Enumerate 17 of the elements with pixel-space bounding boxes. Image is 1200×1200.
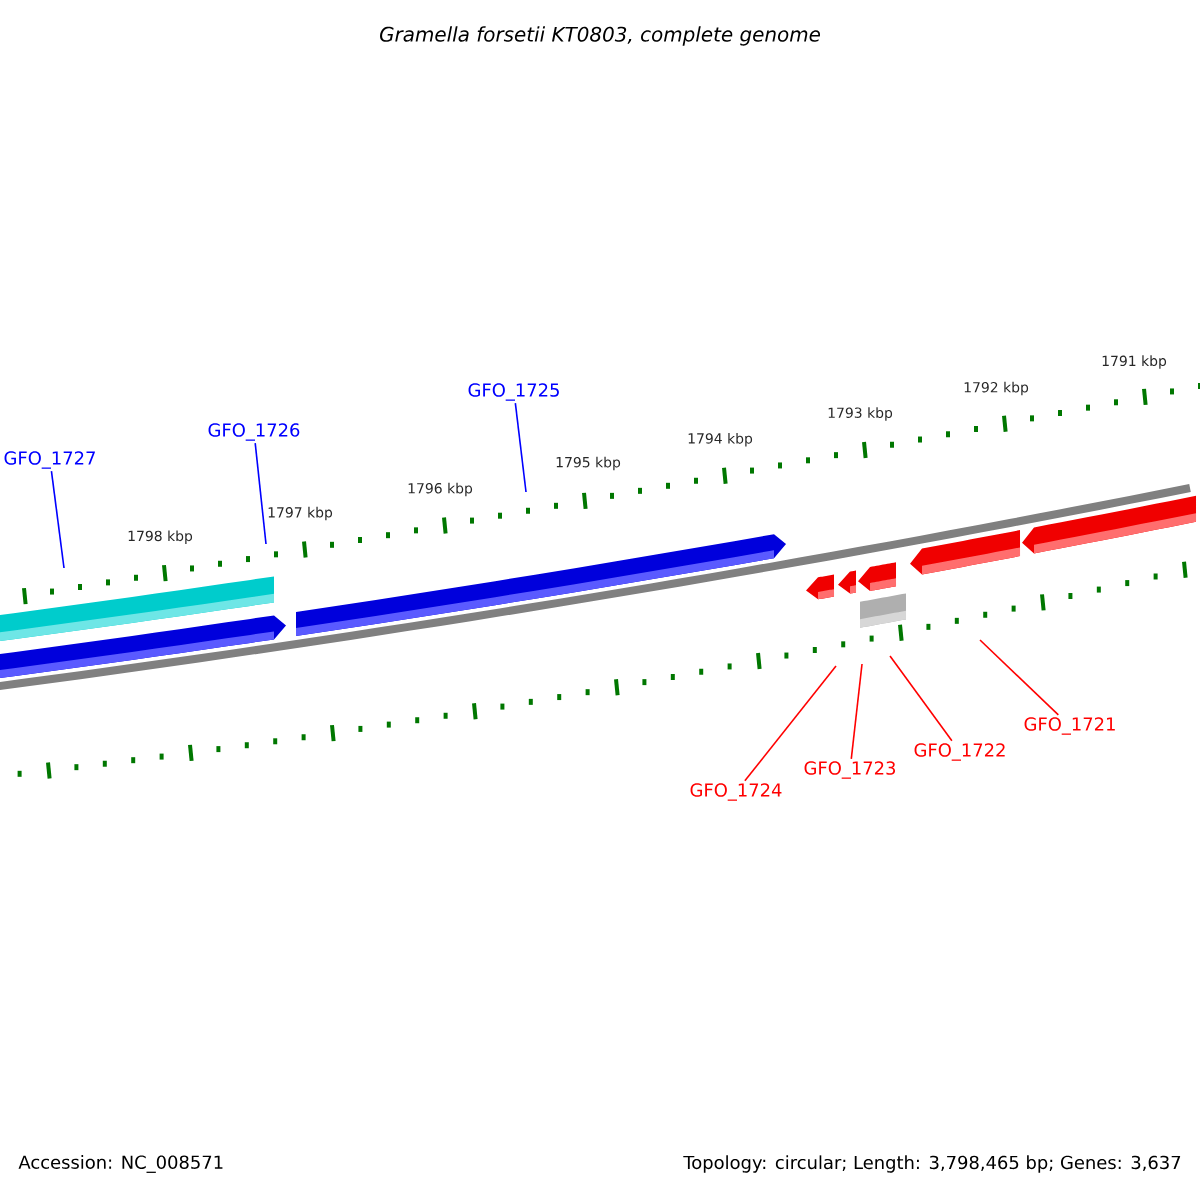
leader-line	[889, 655, 953, 742]
leader-line	[744, 665, 837, 782]
leader-line	[254, 442, 267, 545]
footer-text: Topology: circular; Length: 3,798,465 bp; Genes: 3,637	[683, 1155, 1181, 1173]
leader-line	[514, 402, 527, 493]
leader-line	[979, 639, 1060, 716]
gene-label: GFO_1724	[690, 783, 782, 801]
gene-label: GFO_1727	[4, 451, 95, 469]
footer-text: Accession: NC_008571	[18, 1155, 223, 1173]
gene-label: GFO_1725	[468, 383, 559, 401]
title: Gramella forsetii KT0803, complete genome	[380, 26, 820, 46]
leader-line	[850, 663, 863, 760]
gene-label: GFO_1721	[1024, 717, 1115, 735]
gene-label: GFO_1726	[208, 423, 300, 441]
gene-label: GFO_1722	[914, 743, 1005, 761]
gene-label: GFO_1723	[804, 761, 895, 779]
leader-line	[50, 470, 65, 569]
